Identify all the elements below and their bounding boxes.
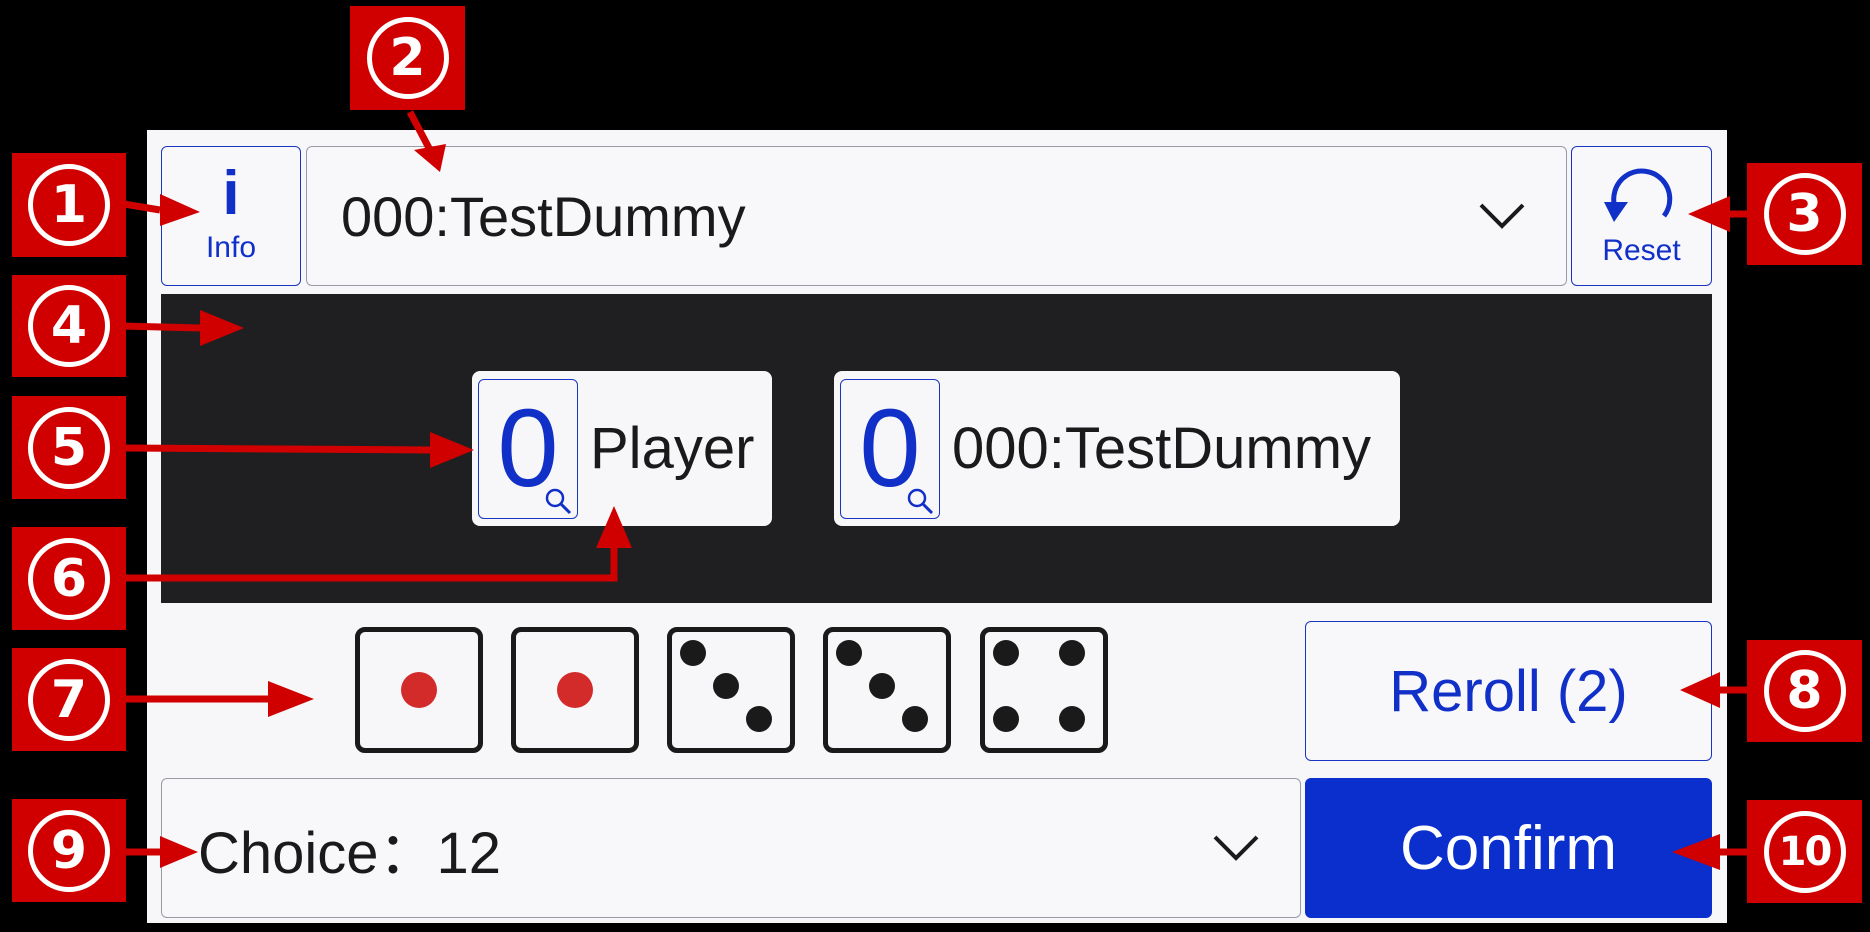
die-pip xyxy=(993,706,1019,732)
opponent-score-button[interactable]: 0 xyxy=(840,378,940,519)
annotation-10: 10 xyxy=(1747,800,1862,903)
die-pip xyxy=(401,672,437,708)
die-pip xyxy=(1059,640,1085,666)
opponent-score: 0 xyxy=(859,386,921,510)
die-1[interactable] xyxy=(355,627,483,753)
choice-select[interactable]: Choice：12 xyxy=(161,778,1301,918)
target-select[interactable]: 000:TestDummy xyxy=(306,146,1567,286)
info-button[interactable]: i Info xyxy=(161,146,301,286)
annotation-6: 6 xyxy=(12,527,126,630)
reset-label: Reset xyxy=(1602,234,1681,267)
confirm-label: Confirm xyxy=(1399,813,1618,883)
die-2[interactable] xyxy=(511,627,639,753)
player-name: Player xyxy=(590,416,755,481)
reset-button[interactable]: Reset xyxy=(1571,146,1712,286)
magnifier-icon xyxy=(545,488,572,514)
annotation-1: 1 xyxy=(12,153,126,257)
annotation-9: 9 xyxy=(12,799,126,902)
chevron-down-icon xyxy=(1479,203,1525,229)
player-score-button[interactable]: 0 xyxy=(478,378,578,519)
target-select-value: 000:TestDummy xyxy=(341,184,746,248)
die-4[interactable] xyxy=(823,627,951,753)
annotation-8: 8 xyxy=(1747,640,1862,742)
choice-select-value: Choice：12 xyxy=(198,821,502,886)
info-icon: i xyxy=(222,159,240,228)
reroll-label: Reroll (2) xyxy=(1389,658,1628,724)
confirm-button[interactable]: Confirm xyxy=(1305,778,1712,918)
die-pip xyxy=(680,640,706,666)
opponent-card: 0 000:TestDummy xyxy=(834,371,1400,526)
die-pip xyxy=(713,673,739,699)
die-pip xyxy=(557,672,593,708)
opponent-name: 000:TestDummy xyxy=(952,416,1372,481)
player-card: 0 Player xyxy=(472,371,772,526)
annotation-3: 3 xyxy=(1747,163,1862,265)
die-pip xyxy=(993,640,1019,666)
annotation-5: 5 xyxy=(12,396,126,499)
die-pip xyxy=(836,640,862,666)
annotation-2: 2 xyxy=(350,6,465,110)
magnifier-icon xyxy=(907,488,934,514)
reset-icon xyxy=(1603,168,1672,222)
info-label: Info xyxy=(205,231,257,264)
annotation-4: 4 xyxy=(12,275,126,377)
die-5[interactable] xyxy=(980,627,1108,753)
die-pip xyxy=(902,706,928,732)
chevron-down-icon xyxy=(1213,835,1259,861)
annotation-7: 7 xyxy=(12,648,126,751)
die-pip xyxy=(1059,706,1085,732)
die-pip xyxy=(869,673,895,699)
player-score: 0 xyxy=(497,386,559,510)
die-3[interactable] xyxy=(667,627,795,753)
die-pip xyxy=(746,706,772,732)
